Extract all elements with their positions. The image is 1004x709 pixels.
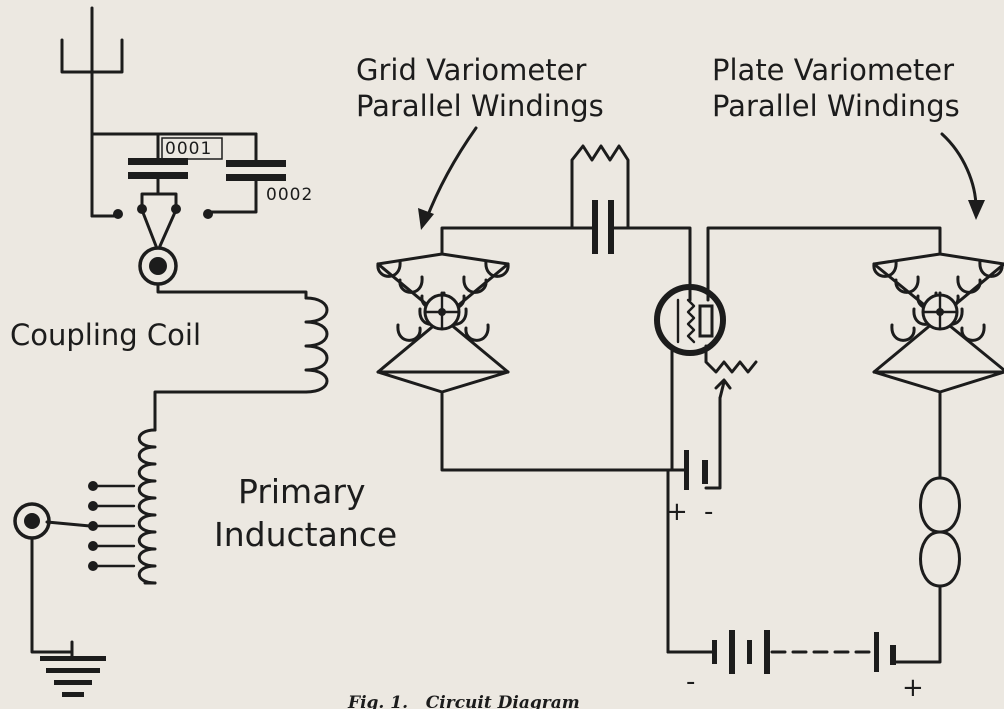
plate-label-arrow	[940, 132, 978, 210]
coupling-coil-icon	[304, 296, 329, 394]
binding-post-icon	[138, 246, 178, 286]
battery-icon	[712, 630, 770, 674]
a-battery-plus-sign: +	[666, 497, 688, 527]
variometer-icon	[376, 252, 510, 394]
antenna-capacitors	[90, 132, 286, 248]
grid-condenser-icon	[592, 200, 614, 254]
battery-icon	[684, 450, 708, 490]
grid-variometer-label-line1: Grid Variometer	[356, 53, 586, 87]
rheostat-icon	[704, 344, 758, 490]
ground-icon	[40, 640, 106, 697]
grid-label-arrowhead	[418, 208, 434, 230]
b-battery-plus-sign: +	[902, 673, 924, 703]
figure-caption: Fig. 1. Circuit Diagram	[347, 693, 580, 709]
vacuum-tube-icon	[654, 284, 726, 356]
primary-inductance-label-line1: Primary	[238, 472, 366, 511]
plate-variometer-label-line1: Plate Variometer	[712, 53, 954, 87]
coupling-coil-label: Coupling Coil	[10, 318, 201, 352]
capacitor-icon	[128, 158, 188, 179]
capacitor-icon	[226, 160, 286, 181]
primary-inductance-label-line2: Inductance	[214, 515, 397, 554]
switch-contacts	[113, 204, 213, 219]
plate-label-arrowhead	[968, 200, 985, 220]
primary-inductance-coil-icon	[137, 428, 157, 585]
capacitor-value-box	[161, 137, 223, 160]
b-battery-minus-sign: -	[686, 667, 695, 697]
battery-icon	[874, 632, 896, 672]
antenna-icon	[60, 6, 124, 218]
grid-label-arrow	[424, 126, 478, 222]
variometer-icon	[872, 252, 1004, 394]
grid-leak-resistor-icon	[570, 144, 630, 230]
binding-post-icon	[13, 502, 51, 540]
capacitor-value-large: 0002	[266, 185, 313, 205]
plate-variometer-label-line2: Parallel Windings	[712, 89, 960, 123]
capacitor-value-small: 0001	[165, 139, 212, 159]
a-battery-minus-sign: -	[704, 497, 713, 527]
grid-variometer-label-line2: Parallel Windings	[356, 89, 604, 123]
headphones-icon	[919, 476, 961, 588]
tap-switch	[45, 481, 136, 571]
